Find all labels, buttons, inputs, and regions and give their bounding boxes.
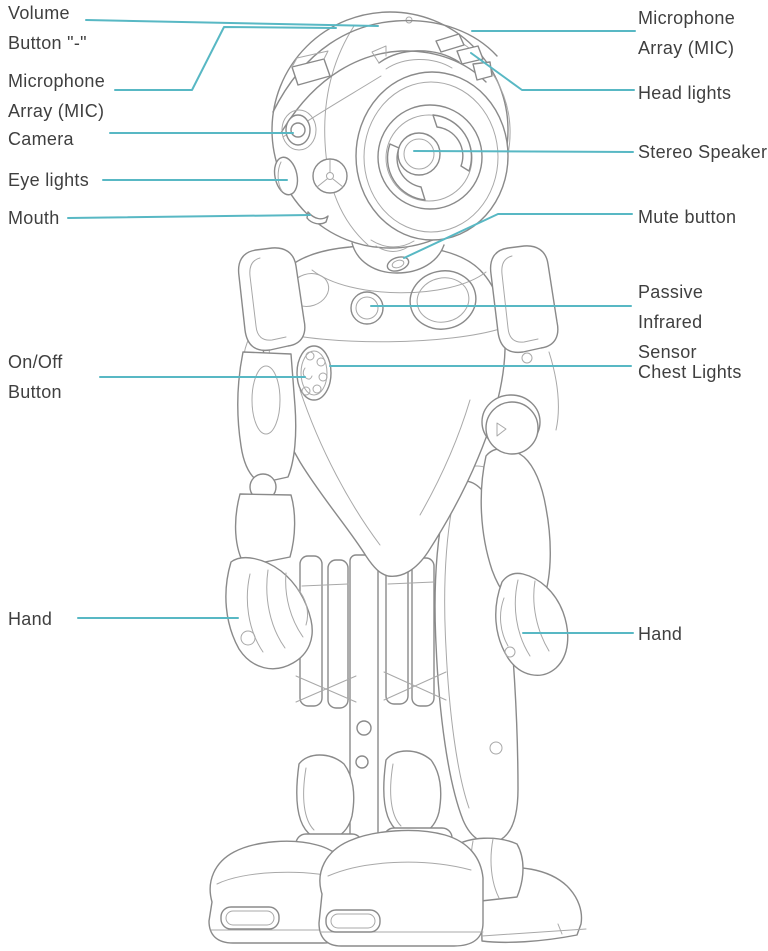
ear-stereo-speaker bbox=[355, 71, 509, 241]
callout-line-mouth bbox=[67, 214, 311, 219]
label-passive-infrared-sensor: Passive Infrared Sensor bbox=[638, 282, 704, 362]
label-microphone-array-left: Microphone Array (MIC) bbox=[8, 71, 106, 121]
head-lights-bars bbox=[435, 33, 493, 81]
label-mute-button: Mute button bbox=[638, 207, 737, 227]
callout-lines bbox=[67, 19, 636, 634]
chest-light-button bbox=[296, 345, 332, 401]
label-on-off-button: On/Off Button bbox=[8, 352, 63, 402]
label-chest-lights: Chest Lights bbox=[638, 362, 742, 382]
right-arm bbox=[480, 351, 559, 611]
elbow-disc bbox=[481, 394, 541, 455]
callout-line-stereo-speaker bbox=[413, 150, 634, 153]
cheek-vent bbox=[312, 158, 348, 194]
callout-line-head-lights bbox=[470, 52, 635, 91]
callout-line-mute-button bbox=[403, 213, 633, 259]
callout-line-volume-button bbox=[85, 19, 379, 27]
label-mouth: Mouth bbox=[8, 208, 60, 228]
label-hand-right: Hand bbox=[638, 624, 683, 644]
right-foot bbox=[318, 829, 587, 947]
legs bbox=[295, 554, 453, 873]
right-hand bbox=[495, 572, 569, 676]
left-hand bbox=[225, 557, 313, 670]
eye-lights-lamp bbox=[273, 156, 299, 196]
shoulder-pads bbox=[237, 245, 559, 354]
label-hand-left: Hand bbox=[8, 609, 53, 629]
left-arm bbox=[234, 351, 297, 567]
robot-head bbox=[271, 11, 511, 252]
callout-line-microphone-array-left bbox=[114, 26, 337, 91]
label-camera: Camera bbox=[8, 129, 74, 149]
label-eye-lights: Eye lights bbox=[8, 170, 90, 190]
label-stereo-speaker: Stereo Speaker bbox=[638, 142, 768, 162]
label-microphone-array-right: Microphone Array (MIC) bbox=[638, 8, 736, 58]
camera-lens bbox=[281, 109, 317, 151]
mouth-slot bbox=[306, 211, 329, 225]
label-volume-button: Volume Button "-" bbox=[8, 3, 87, 53]
label-head-lights: Head lights bbox=[638, 83, 732, 103]
pir-sensor bbox=[350, 291, 384, 325]
